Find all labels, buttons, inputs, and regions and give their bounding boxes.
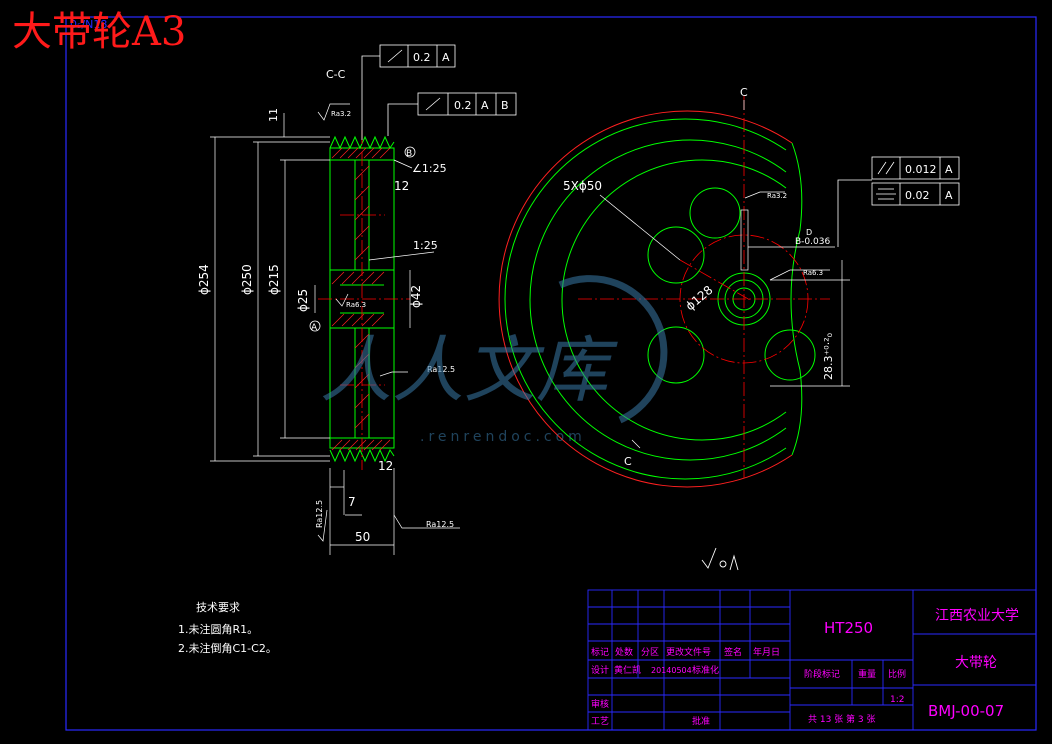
tech-line1: 1.未注圆角R1。: [178, 622, 258, 636]
tb-review: 审核: [591, 698, 609, 710]
tb-h-mark: 标记: [591, 646, 609, 658]
dim-w7: 7: [348, 495, 356, 509]
watermark-text: 人人文库: [320, 328, 618, 412]
tb-school: 江西农业大学: [935, 608, 1019, 624]
tb-part-name: 大带轮: [955, 655, 997, 671]
tb-h-sign: 签名: [724, 646, 742, 658]
drawing-title: 大带轮A3: [12, 9, 187, 55]
dim-key-h: 28.3⁺⁰·²₀: [822, 332, 835, 380]
tb-design: 设计: [591, 664, 609, 676]
tb-h-date: 年月日: [753, 646, 780, 658]
tol1-datum: A: [442, 51, 450, 64]
tb-h-count: 处数: [615, 646, 633, 658]
tb-h-doc: 更改文件号: [666, 646, 711, 658]
roughness-ra125c: Ra12.5: [426, 520, 454, 529]
tol2-datum-a: A: [481, 99, 489, 112]
dim-key-d: D: [806, 228, 812, 237]
tb-stage: 阶段标记: [804, 668, 840, 680]
datum-a: A: [311, 323, 318, 333]
dim-taper2: 1:25: [413, 239, 438, 252]
dim-w50: 50: [355, 530, 370, 544]
tb-std: 标准化: [692, 664, 719, 676]
dim-w12b: 12: [378, 459, 393, 473]
watermark-url: .renrendoc.com: [420, 429, 586, 445]
tech-requirements: 技术要求 1.未注圆角R1。 2.未注倒角C1-C2。: [178, 601, 277, 655]
tb-material: HT250: [824, 619, 873, 637]
roughness-ra32b: Ra3.2: [767, 192, 787, 200]
tb-drawing-no: BMJ-00-07: [928, 702, 1004, 720]
tb-sheets: 共 13 张 第 3 张: [808, 713, 875, 725]
section-marker-top: C: [740, 86, 748, 99]
tol-symmetry-datum: A: [945, 189, 953, 202]
roughness-ra125a: Ra12.5: [427, 365, 455, 374]
tol-parallel-value: 0.012: [905, 163, 937, 176]
dim-h11: 11: [267, 108, 280, 122]
watermark: 人人文库 .renrendoc.com: [320, 275, 668, 445]
tb-scale: 1:2: [890, 695, 904, 705]
dim-d215: ϕ215: [267, 264, 281, 295]
tb-date: 20140504: [651, 666, 692, 675]
dim-key-tol: B-0.036: [795, 237, 830, 247]
tol2-datum-b: B: [501, 99, 509, 112]
dim-d25: ϕ25: [296, 289, 310, 312]
tb-ratio: 比例: [888, 668, 906, 680]
tb-h-zone: 分区: [641, 647, 659, 658]
tol-parallel-datum: A: [945, 163, 953, 176]
section-label: C-C: [326, 68, 346, 81]
tb-weight: 重量: [858, 668, 876, 680]
tb-designer: 黄仁凯: [614, 664, 641, 676]
dim-d128: ϕ128: [683, 283, 716, 314]
title-block: HT250 江西农业大学 大带轮 BMJ-00-07 标记 处数 分区 更改文件…: [587, 589, 1037, 731]
roughness-ra63b: Ra6.3: [803, 269, 823, 277]
dim-d250: ϕ250: [240, 264, 254, 295]
section-marker-bottom: C: [624, 455, 632, 468]
tb-process: 工艺: [591, 716, 609, 727]
roughness-ra63a: Ra6.3: [346, 301, 366, 309]
tb-approve: 批准: [692, 715, 710, 727]
section-view: C-C: [197, 44, 517, 555]
dim-d254: ϕ254: [197, 264, 211, 295]
drawing-border: [65, 16, 1037, 731]
dim-holes: 5Xϕ50: [563, 179, 602, 193]
dim-w12a: 12: [394, 179, 409, 193]
tol1-value: 0.2: [413, 51, 431, 64]
tol2-value: 0.2: [454, 99, 472, 112]
tech-heading: 技术要求: [196, 601, 240, 614]
roughness-ra32a: Ra3.2: [331, 110, 351, 118]
datum-b: B: [406, 149, 412, 159]
dim-taper1: ∠1:25: [412, 162, 447, 175]
border-rotated-code: 0₅/N18: [70, 18, 107, 31]
tol-symmetry-value: 0.02: [905, 189, 930, 202]
tech-line2: 2.未注倒角C1-C2。: [178, 641, 277, 655]
roughness-ra125b: Ra12.5: [315, 500, 324, 528]
dim-d42: ϕ42: [409, 285, 423, 308]
